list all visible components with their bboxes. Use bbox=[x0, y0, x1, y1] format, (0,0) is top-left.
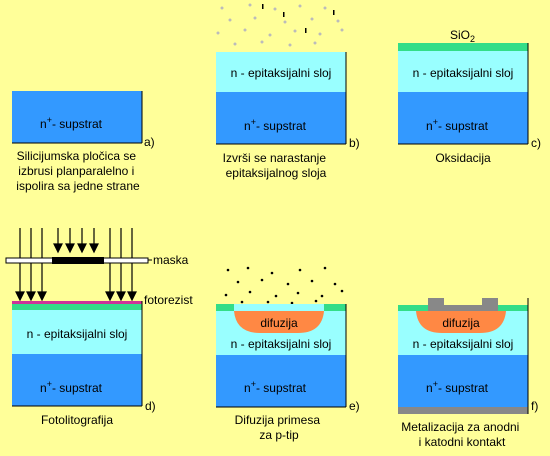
panel-caption: Izvrši se narastanje epitaksijalnog sloj… bbox=[223, 151, 330, 180]
substrate-layer bbox=[398, 355, 528, 407]
panel-caption: Oksidacija bbox=[435, 151, 491, 165]
resist-label: fotorezist bbox=[144, 293, 193, 307]
epi-label: n - epitaksijalni sloj bbox=[231, 66, 332, 80]
panel-letter: a) bbox=[144, 135, 155, 149]
dopant-particles bbox=[224, 266, 344, 305]
substrate-layer bbox=[12, 91, 142, 143]
epi-label: n - epitaksijalni sloj bbox=[27, 327, 128, 341]
epi-label: n - epitaksijalni sloj bbox=[413, 337, 514, 351]
substrate-layer bbox=[398, 92, 528, 144]
substrate-layer bbox=[216, 355, 346, 407]
epitaxial-layer bbox=[12, 310, 142, 354]
panel-b: n - epitaksijalni sloj n+- supstrat b) I… bbox=[216, 3, 360, 180]
substrate-label: n+- supstrat bbox=[426, 379, 489, 395]
substrate-label: n+- supstrat bbox=[244, 379, 307, 395]
substrate-label: n+- supstrat bbox=[40, 379, 103, 395]
deposition-particles bbox=[216, 3, 344, 47]
panel-a: n+- supstrat a) Silicijumska pločica se … bbox=[12, 91, 155, 193]
oxide-layer bbox=[12, 304, 142, 310]
panel-letter: f) bbox=[531, 399, 538, 413]
panel-letter: e) bbox=[349, 399, 360, 413]
photoresist-layer bbox=[12, 301, 142, 304]
panel-caption: Fotolitografija bbox=[41, 413, 113, 427]
panel-caption: Silicijumska pločica se izbrusi planpara… bbox=[16, 149, 140, 193]
panel-caption: Metalizacija za anodni i katodni kontakt bbox=[401, 420, 522, 449]
panel-f: difuzija n - epitaksijalni sloj n+- sups… bbox=[398, 298, 538, 449]
epitaxial-layer bbox=[398, 51, 528, 92]
diffusion-label: difuzija bbox=[442, 316, 480, 330]
epi-label: n - epitaksijalni sloj bbox=[231, 337, 332, 351]
mask bbox=[5, 257, 149, 264]
panel-c: SiO2 n - epitaksijalni sloj n+- supstrat… bbox=[398, 28, 541, 165]
panel-letter: c) bbox=[531, 136, 541, 150]
diffusion-region bbox=[416, 311, 506, 333]
panel-e: difuzija n - epitaksijalni sloj n+- sups… bbox=[216, 266, 360, 442]
oxide-label: SiO2 bbox=[450, 28, 475, 44]
substrate-label: n+- supstrat bbox=[426, 117, 489, 133]
oxide-layer bbox=[398, 43, 528, 51]
epitaxial-layer bbox=[216, 52, 346, 92]
panel-caption: Difuzija primesa za p-tip bbox=[235, 413, 324, 442]
substrate-label: n+- supstrat bbox=[244, 117, 307, 133]
panel-d: maska fotorezist n - epitaksijalni sloj … bbox=[5, 228, 193, 427]
substrate-label: n+- supstrat bbox=[40, 115, 103, 131]
substrate-layer bbox=[12, 354, 142, 406]
diffusion-label: difuzija bbox=[260, 316, 298, 330]
diffusion-region bbox=[234, 311, 324, 333]
substrate-layer bbox=[216, 92, 346, 144]
panel-letter: b) bbox=[349, 136, 360, 150]
panel-letter: d) bbox=[145, 399, 156, 413]
epi-label: n - epitaksijalni sloj bbox=[413, 66, 514, 80]
cathode-contact bbox=[398, 407, 528, 414]
mask-label: maska bbox=[153, 253, 189, 267]
